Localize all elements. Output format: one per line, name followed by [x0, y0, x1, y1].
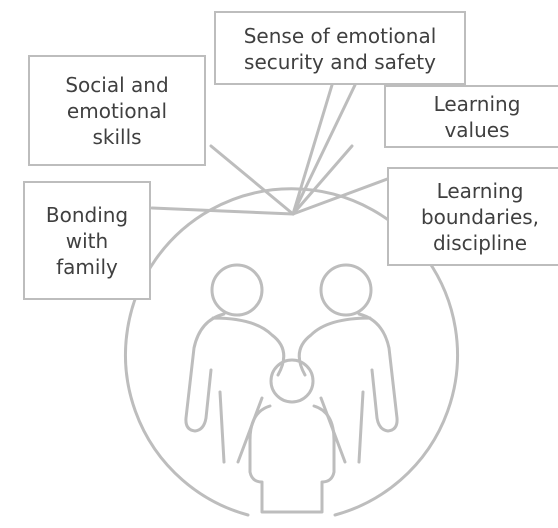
- connector-security-2: [291, 83, 357, 216]
- enclosing-circle: [124, 187, 459, 517]
- connector-social: [209, 144, 295, 216]
- label-bonding-family: Bonding with family: [23, 181, 151, 300]
- family-icon: [124, 187, 459, 517]
- label-social-emotional-skills: Social and emotional skills: [28, 55, 206, 166]
- adult-left-head: [210, 263, 264, 317]
- adult-right-body: [297, 312, 399, 464]
- child-head: [269, 358, 315, 404]
- connector-values: [291, 144, 354, 216]
- label-learning-boundaries: Learning boundaries, discipline: [387, 167, 558, 266]
- adult-right-head: [319, 263, 373, 317]
- adult-left-body: [184, 312, 286, 464]
- child-body: [248, 404, 336, 514]
- connector-bonding: [150, 206, 295, 216]
- connector-security-1: [291, 83, 334, 216]
- label-learning-values: Learning values: [384, 85, 558, 148]
- label-emotional-security: Sense of emotional security and safety: [214, 11, 466, 85]
